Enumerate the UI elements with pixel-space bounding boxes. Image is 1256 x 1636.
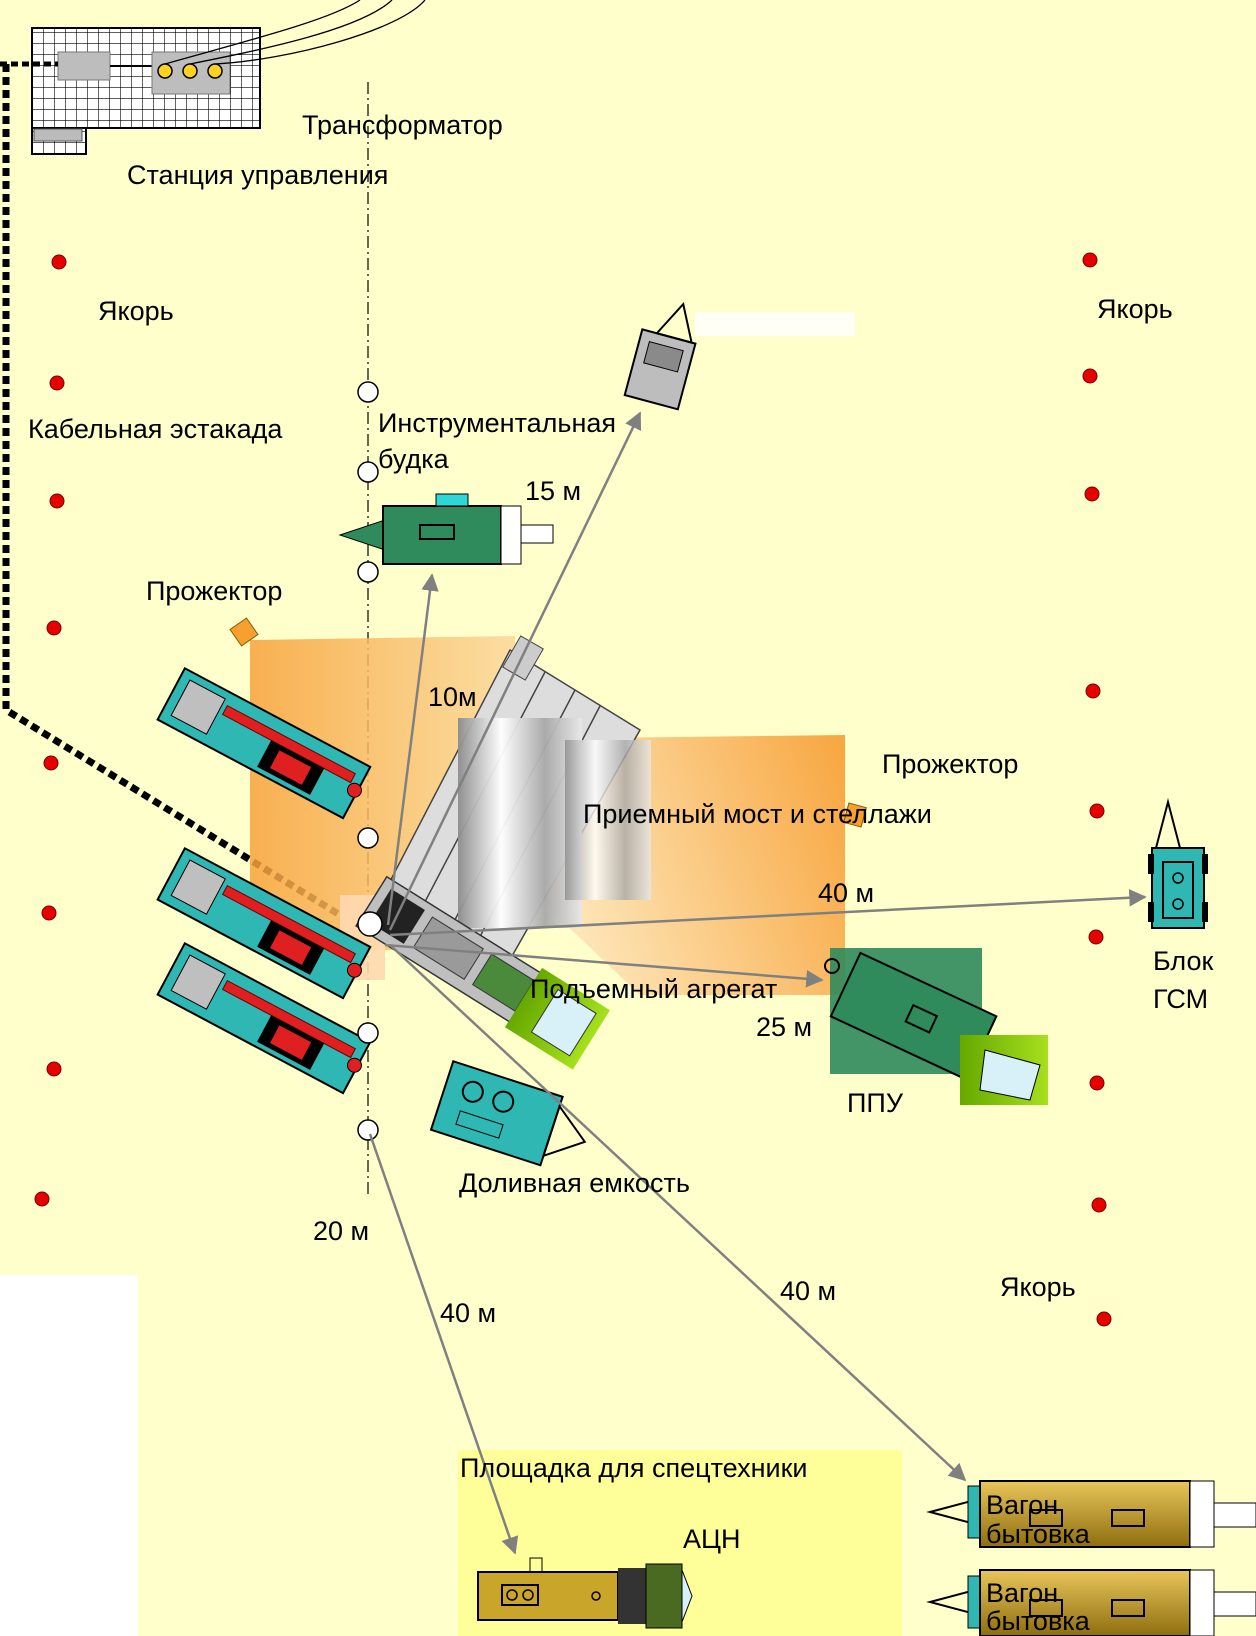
label-acn: АЦН bbox=[683, 1524, 740, 1554]
label-control-station: Станция управления bbox=[127, 160, 388, 190]
axis-marker bbox=[357, 827, 379, 849]
axis-marker bbox=[357, 461, 379, 483]
anchor-dots bbox=[34, 252, 1112, 1327]
label-anchor-right: Якорь bbox=[1097, 294, 1173, 324]
anchor-dot bbox=[1082, 368, 1098, 384]
axis-marker bbox=[357, 1119, 379, 1141]
label-wagon1-line1: Вагон bbox=[986, 1490, 1058, 1520]
label-anchor-bottom: Якорь bbox=[1000, 1272, 1076, 1302]
label-fuel-block-1: Блок bbox=[1153, 946, 1213, 976]
label-wagon2-line1: Вагон bbox=[986, 1578, 1058, 1608]
anchor-dot bbox=[1088, 929, 1104, 945]
distance-15m: 15 м bbox=[525, 476, 581, 506]
label-bridge-racks: Приемный мост и стеллажи bbox=[583, 799, 932, 829]
axis-marker bbox=[357, 561, 379, 583]
label-floodlight-left: Прожектор bbox=[146, 576, 282, 606]
cable-rack-line bbox=[2, 64, 342, 918]
distance-25m: 25 м bbox=[756, 1012, 812, 1042]
tool-booth bbox=[338, 493, 554, 565]
distance-40m-wagon: 40 м bbox=[780, 1276, 836, 1306]
label-anchor-left: Якорь bbox=[98, 296, 174, 326]
label-tool-booth-1: Инструментальная bbox=[378, 408, 616, 438]
transformer bbox=[151, 0, 426, 95]
floodlight-left bbox=[229, 617, 259, 647]
fuel-block bbox=[1148, 798, 1208, 929]
axis-marker bbox=[357, 381, 379, 403]
arrow-fuel-block bbox=[389, 889, 1147, 937]
distance-40m-gsm: 40 м bbox=[818, 878, 874, 908]
ppu-truck bbox=[824, 948, 1048, 1105]
anchor-dot bbox=[1089, 1075, 1105, 1091]
label-ppu: ППУ bbox=[847, 1088, 904, 1118]
anchor-dot bbox=[46, 620, 62, 636]
acn-truck bbox=[477, 1557, 693, 1629]
anchor-dot bbox=[1085, 683, 1101, 699]
anchor-dot bbox=[1082, 252, 1098, 268]
label-topping-tank: Доливная емкость bbox=[459, 1168, 690, 1198]
anchor-dot bbox=[34, 1191, 50, 1207]
arrow-acn bbox=[368, 1133, 519, 1555]
arrow-tool-booth bbox=[386, 573, 439, 926]
distance-10m: 10м bbox=[428, 682, 477, 712]
distance-40m-acn: 40 м bbox=[440, 1298, 496, 1328]
topping-tank bbox=[429, 1060, 587, 1167]
label-lifting-unit: Подъемный агрегат bbox=[530, 974, 777, 1004]
anchor-dot bbox=[1084, 486, 1100, 502]
anchor-dot bbox=[43, 755, 59, 771]
crane-truck bbox=[623, 302, 697, 411]
label-floodlight-right: Прожектор bbox=[882, 749, 1018, 779]
crane-label-area bbox=[695, 312, 855, 336]
pipe-trailer bbox=[156, 666, 372, 820]
label-transformer: Трансформатор bbox=[302, 110, 503, 140]
anchor-dot bbox=[1096, 1311, 1112, 1327]
wagon-1 bbox=[926, 1480, 1256, 1548]
label-special-site: Площадка для спецтехники bbox=[460, 1453, 808, 1483]
label-wagon1-line2: бытовка bbox=[986, 1519, 1091, 1549]
pipe-trailer bbox=[156, 846, 372, 1000]
pipe-trailer bbox=[156, 941, 372, 1095]
white-corner bbox=[0, 1275, 138, 1636]
distance-arrows bbox=[368, 411, 1147, 1555]
label-cable-rack: Кабельная эстакада bbox=[28, 414, 283, 444]
anchor-dot bbox=[49, 375, 65, 391]
anchor-dot bbox=[41, 905, 57, 921]
distance-20m: 20 м bbox=[313, 1216, 369, 1246]
anchor-dot bbox=[46, 1061, 62, 1077]
anchor-dot bbox=[51, 254, 67, 270]
anchor-dot bbox=[1091, 1197, 1107, 1213]
arrow-wagon bbox=[389, 944, 967, 1482]
anchor-dot bbox=[1089, 803, 1105, 819]
label-tool-booth-2: будка bbox=[378, 444, 450, 474]
arrow-ppu bbox=[384, 943, 824, 988]
axis-marker bbox=[357, 1022, 379, 1044]
label-fuel-block-2: ГСМ bbox=[1153, 984, 1208, 1014]
wagon-2 bbox=[926, 1569, 1256, 1636]
floodlight-right bbox=[843, 802, 867, 828]
arrow-crane bbox=[388, 411, 642, 931]
anchor-dot bbox=[49, 493, 65, 509]
wellhead bbox=[357, 911, 383, 937]
label-wagon2-line2: бытовка bbox=[986, 1606, 1091, 1636]
